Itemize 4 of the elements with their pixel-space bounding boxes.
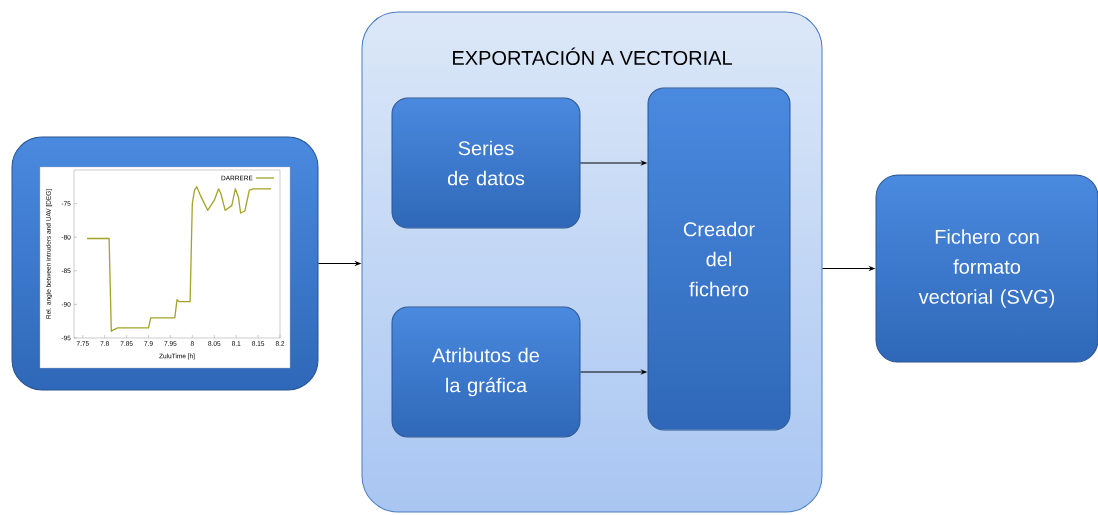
process-box: Series de datos (391, 97, 581, 229)
process-box: Atributos de la gráfica (391, 306, 581, 438)
process-box: Creador del fichero (647, 87, 791, 431)
process-box: Fichero con formato vectorial (SVG) (875, 174, 1098, 363)
